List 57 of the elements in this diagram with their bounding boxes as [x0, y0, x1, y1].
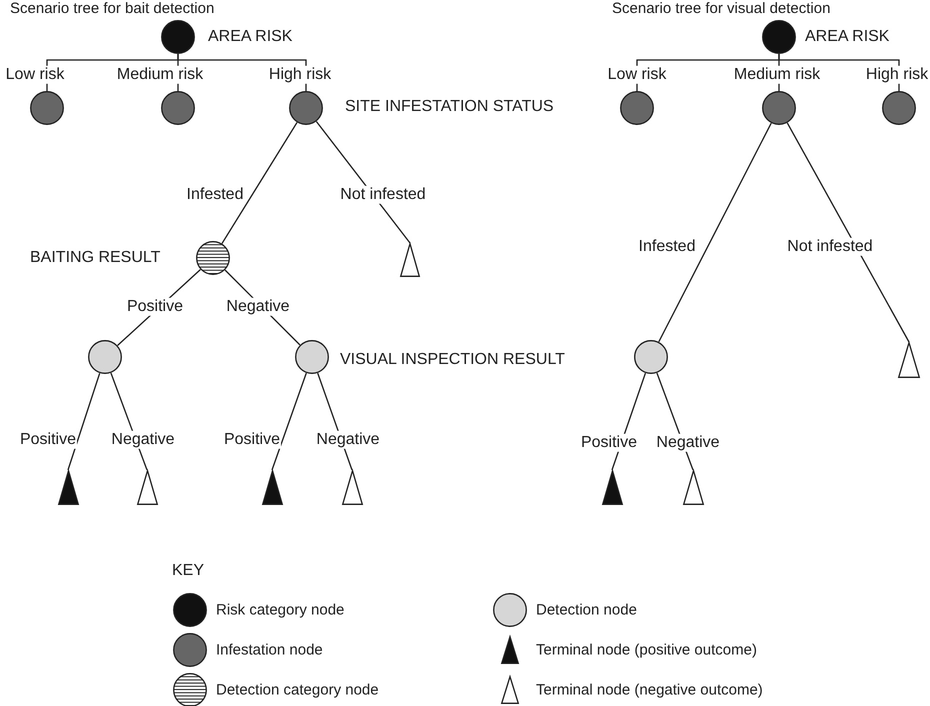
negative-terminal-node	[682, 470, 704, 505]
tree-title: Scenario tree for bait detection	[10, 0, 214, 18]
positive-terminal-node	[602, 470, 622, 505]
node-label: AREA RISK	[208, 28, 292, 46]
risk-category-node	[762, 20, 796, 54]
infestation-node	[30, 91, 64, 125]
edge-label: Not infested	[786, 238, 874, 256]
edge-label: Positive	[580, 434, 638, 452]
infestation-node	[620, 91, 654, 125]
edge-label: Positive	[126, 298, 184, 316]
tree-branch	[177, 54, 307, 91]
negative-terminal-node	[400, 243, 420, 277]
legend-label: Terminal node (positive outcome)	[536, 641, 757, 659]
negative-terminal-node	[136, 470, 158, 505]
edge-label: Positive	[18, 430, 78, 450]
tree-branch	[271, 372, 307, 470]
level-label: SITE INFESTATION STATUS	[345, 98, 554, 116]
edge-label: High risk	[268, 66, 332, 84]
detection-node	[88, 340, 122, 374]
edge-label: Low risk	[4, 66, 66, 84]
tree-branch	[786, 122, 910, 342]
detection-category-node	[196, 241, 230, 275]
detection-node	[295, 340, 329, 374]
negative-terminal-node	[898, 342, 920, 378]
tree-branch	[221, 122, 298, 244]
edge-label: Positive	[222, 430, 282, 450]
infestation-node	[289, 91, 323, 125]
tree-title: Scenario tree for visual detection	[612, 0, 830, 18]
legend-label: Risk category node	[216, 601, 344, 619]
positive-terminal-node	[58, 470, 78, 505]
detection-node	[634, 340, 668, 374]
edge-label: Negative	[655, 434, 721, 452]
tree-branch	[67, 372, 100, 470]
edge-label: High risk	[864, 66, 930, 84]
edge-label: Low risk	[606, 66, 668, 84]
tree-branch	[658, 122, 772, 342]
risk-category-node	[161, 20, 195, 54]
edge-label: Negative	[225, 298, 291, 316]
legend-label: Detection category node	[216, 681, 379, 699]
tree-branch	[778, 54, 900, 91]
legend-title: KEY	[172, 562, 204, 580]
node-label: AREA RISK	[805, 28, 890, 46]
edge-label: Medium risk	[116, 66, 204, 84]
edge-label: Negative	[110, 430, 176, 450]
level-label: VISUAL INSPECTION RESULT	[340, 351, 565, 370]
infestation-node	[882, 91, 916, 125]
legend-label: Detection node	[536, 601, 637, 619]
edge-label: Medium risk	[732, 66, 822, 84]
legend-label: Terminal node (negative outcome)	[536, 681, 763, 699]
positive-terminal-node	[262, 470, 282, 505]
legend-label: Infestation node	[216, 641, 323, 659]
infestation-node	[762, 91, 796, 125]
edge-label: Negative	[315, 430, 381, 450]
negative-terminal-node	[342, 470, 362, 505]
infestation-node	[161, 91, 195, 125]
edge-label: Not infested	[339, 186, 427, 204]
node-label: BAITING RESULT	[30, 248, 160, 268]
